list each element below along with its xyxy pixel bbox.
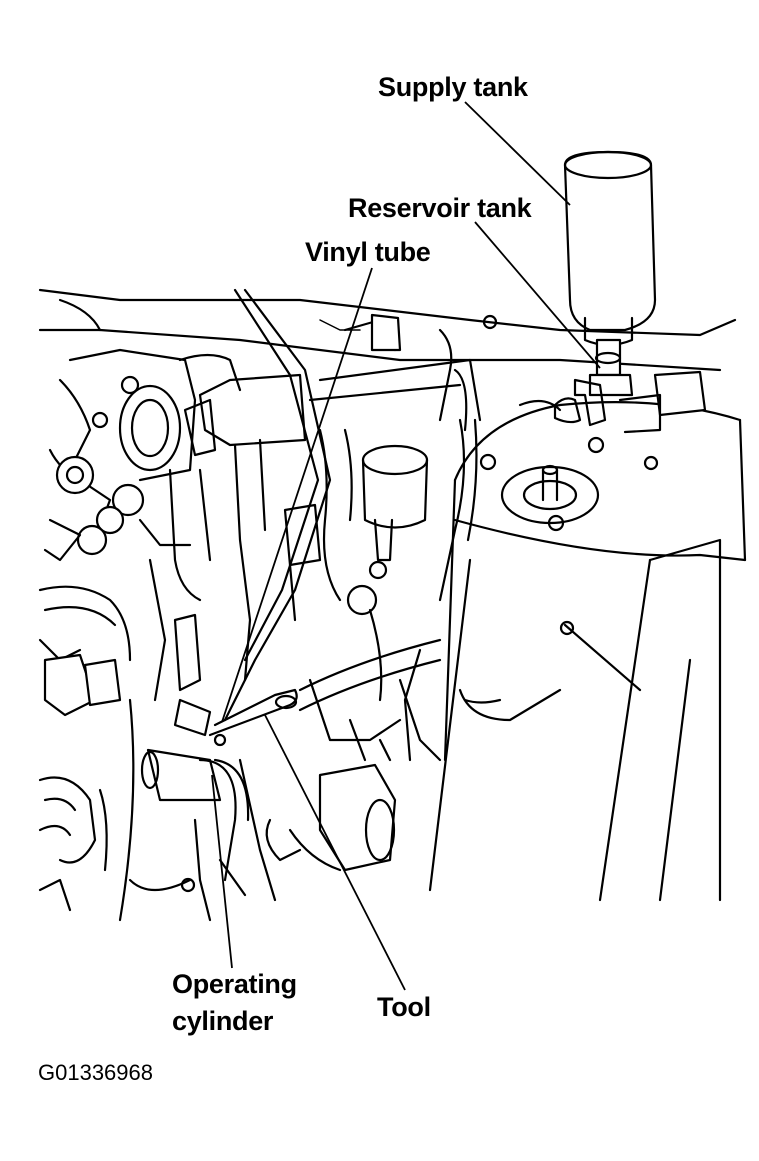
leader-supply-tank: [464, 101, 571, 206]
lower-components: [265, 648, 562, 872]
leader-lines: [211, 101, 601, 991]
engine-components-left: [38, 348, 322, 922]
label-supply-tank: Supply tank: [378, 72, 528, 102]
strut-tower: [428, 401, 747, 892]
label-operating-cylinder: Operating cylinder: [172, 969, 297, 1036]
leader-reservoir-tank: [474, 221, 601, 369]
brake-master-cylinder: [308, 313, 482, 702]
label-reservoir-tank: Reservoir tank: [348, 193, 532, 223]
label-vinyl-tube: Vinyl tube: [305, 237, 431, 267]
operating-cylinder-assembly: [140, 288, 442, 922]
hood-outline: [38, 288, 737, 372]
leader-tool: [264, 714, 406, 991]
leader-operating-cylinder: [211, 774, 233, 969]
label-tool: Tool: [377, 992, 431, 1022]
supply-tank-bottle: [563, 150, 657, 377]
figure-id: G01336968: [38, 1060, 153, 1085]
fender-panel: [559, 538, 722, 902]
leader-vinyl-tube: [221, 267, 373, 723]
reservoir-tank: [518, 370, 707, 434]
